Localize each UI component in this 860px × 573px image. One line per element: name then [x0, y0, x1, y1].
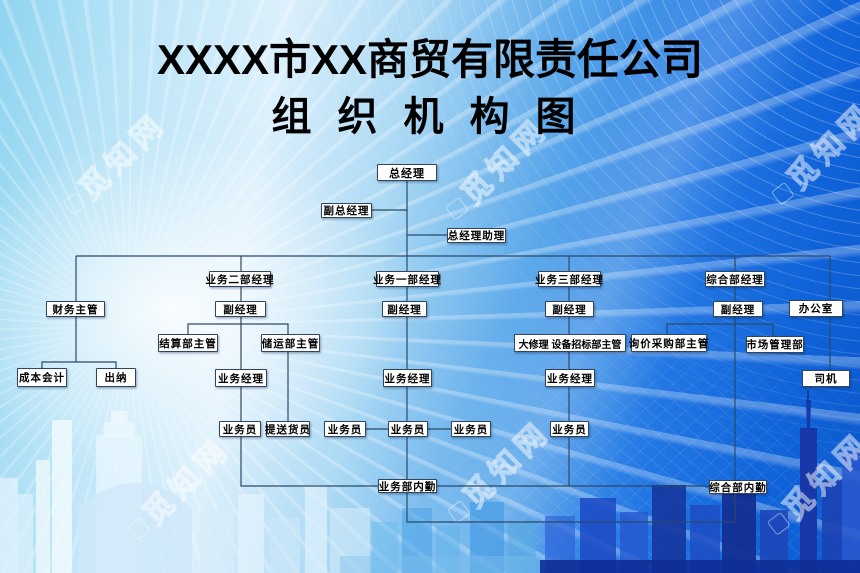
node-gm-assistant: 总经理助理 [447, 228, 506, 243]
node-dept2-deputy-manager: 副经理 [215, 301, 266, 317]
node-cashier: 出纳 [96, 368, 136, 387]
node-dept1-salesman-c: 业务员 [451, 421, 491, 437]
node-dept1-salesman-a: 业务员 [324, 421, 366, 437]
node-cost-accountant: 成本会计 [17, 368, 67, 387]
node-inquiry-procurement-supervisor: 询价采购部主管 [629, 334, 708, 352]
node-finance-supervisor: 财务主管 [46, 301, 105, 317]
node-dept3-business-manager: 业务经理 [545, 369, 595, 387]
node-dept1-business-manager: 业务经理 [383, 369, 432, 387]
node-dept3-deputy-manager: 副经理 [545, 301, 594, 317]
node-dept2-salesman: 业务员 [219, 421, 261, 437]
company-name-title: XXXX市XX商贸有限责任公司 [156, 36, 704, 83]
node-settlement-supervisor: 结算部主管 [158, 334, 218, 352]
node-business-dept-clerk: 业务部内勤 [378, 479, 437, 493]
city-skyline [0, 390, 860, 573]
node-office: 办公室 [789, 300, 843, 317]
connector-lines [41, 181, 831, 523]
org-chart-subtitle: 组织机构图 [271, 95, 602, 139]
node-dept1-salesman-b: 业务员 [388, 421, 428, 437]
node-overhaul-bidding-supervisor: 大修理 设备招标部主管 [514, 334, 626, 352]
node-driver: 司机 [802, 370, 850, 387]
node-general-dept-manager: 综合部经理 [705, 271, 765, 287]
node-storage-supervisor: 储运部主管 [261, 334, 320, 352]
node-general-dept-clerk: 综合部内勤 [709, 480, 767, 494]
node-dept1-deputy-manager: 副经理 [382, 301, 427, 317]
node-dept1-manager: 业务一部经理 [373, 271, 441, 287]
node-dept2-business-manager: 业务经理 [215, 369, 267, 387]
node-general-deputy-manager: 副经理 [713, 301, 763, 317]
node-delivery-staff: 提送货员 [265, 421, 310, 437]
node-general-manager: 总经理 [377, 164, 437, 181]
node-market-management-dept: 市场管理部 [746, 336, 804, 353]
node-deputy-general-manager: 副总经理 [321, 203, 372, 218]
node-dept3-manager: 业务三部经理 [535, 271, 603, 287]
node-dept2-manager: 业务二部经理 [206, 271, 274, 287]
node-dept3-salesman: 业务员 [550, 421, 589, 437]
